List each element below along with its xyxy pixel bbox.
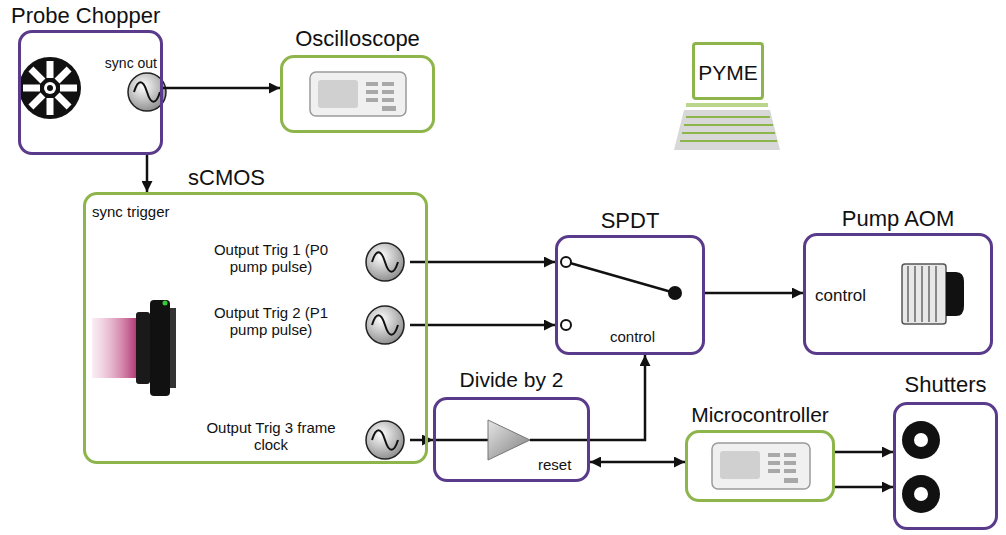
node-title: PYME xyxy=(698,61,758,85)
oscilloscope-box: Oscilloscope xyxy=(280,55,435,133)
computer-screen: PYME xyxy=(692,42,764,100)
switch-symbol xyxy=(561,257,682,330)
port-label: sync trigger xyxy=(92,203,170,220)
node-title: Probe Chopper xyxy=(11,3,160,28)
divider-symbol xyxy=(433,420,590,460)
trigger-output: Output Trig 3 frame clock xyxy=(205,414,410,468)
node-title: Microcontroller xyxy=(691,403,829,427)
microcontroller-box: Microcontroller xyxy=(685,430,835,502)
node-title: Pump AOM xyxy=(842,206,954,231)
signal-wire xyxy=(835,451,893,454)
signal-wire xyxy=(705,292,803,295)
chopper-box: Probe Choppersync out xyxy=(18,30,163,155)
signal-wire xyxy=(835,486,893,489)
trigger-output: Output Trig 2 (P1 pump pulse) xyxy=(205,299,410,353)
node-title: Output Trig 1 (P0 pump pulse) xyxy=(205,241,337,276)
port-label: reset xyxy=(538,456,571,473)
signal-wire xyxy=(410,261,555,264)
shutter-box: Shutters xyxy=(893,402,998,530)
node-title: Output Trig 3 frame clock xyxy=(205,419,337,454)
port-label: control xyxy=(610,328,655,345)
node-title: Shutters xyxy=(905,372,987,397)
signal-wire xyxy=(146,155,149,192)
port-label: sync out xyxy=(105,55,157,71)
microcontroller-icon xyxy=(712,443,810,489)
signal-wire xyxy=(590,355,645,440)
port-label: control xyxy=(815,286,866,306)
aom-icon xyxy=(902,264,964,324)
node-title: Divide by 2 xyxy=(460,368,564,392)
aom-box: Pump AOMcontrol xyxy=(803,233,993,355)
shutter-icon xyxy=(902,421,940,513)
signal-wire xyxy=(163,87,280,90)
trigger-symbol xyxy=(366,306,404,344)
laptop-base xyxy=(674,103,780,150)
trigger-symbol xyxy=(366,421,404,459)
node-title: Output Trig 2 (P1 pump pulse) xyxy=(205,304,337,339)
signal-wire xyxy=(590,461,685,464)
camera-icon xyxy=(92,300,176,396)
node-title: sCMOS xyxy=(188,165,265,190)
signal-wire xyxy=(410,324,555,327)
divider-box: Divide by 2reset xyxy=(433,397,590,482)
chopper-wheel xyxy=(19,57,81,119)
switch-box: SPDTcontrol xyxy=(555,235,705,355)
trigger-symbol xyxy=(366,243,404,281)
trigger-output: Output Trig 1 (P0 pump pulse) xyxy=(205,236,410,290)
camera-box: sCMOSsync triggerOutput Trig 1 (P0 pump … xyxy=(83,192,428,464)
node-title: SPDT xyxy=(601,208,660,233)
signal-wire xyxy=(410,439,433,442)
node-title: Oscilloscope xyxy=(295,26,420,51)
oscilloscope-icon xyxy=(310,72,406,116)
